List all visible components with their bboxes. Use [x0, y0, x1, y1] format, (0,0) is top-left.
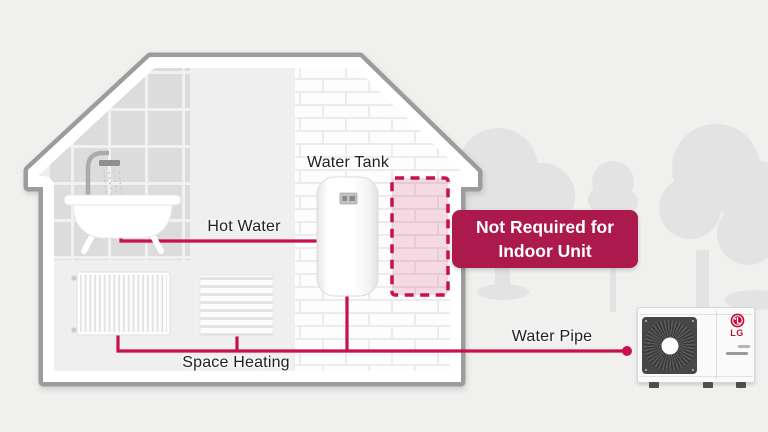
radiator-panel-icon — [71, 271, 171, 336]
water-tank-label: Water Tank — [306, 154, 390, 171]
bathtub-shower-icon — [63, 150, 182, 254]
radiator-convector-icon — [199, 274, 274, 337]
fan-icon — [642, 317, 697, 374]
badge-line1: Not Required for — [475, 217, 615, 237]
tree-icon — [659, 124, 768, 355]
not-required-badge: Not Required for Indoor Unit — [452, 210, 638, 268]
lg-brand-text: LG — [730, 328, 744, 338]
outdoor-unit-side-panel: LG — [718, 308, 756, 384]
hot-water-label: Hot Water — [207, 218, 281, 235]
water-pipe-label: Water Pipe — [511, 328, 593, 345]
model-sticker — [738, 345, 750, 348]
water-tank-icon — [316, 176, 379, 297]
model-sticker — [726, 352, 748, 355]
badge-line2: Indoor Unit — [498, 241, 592, 261]
space-heating-water-pipe — [116, 334, 627, 353]
indoor-unit-placeholder-zone — [390, 176, 450, 297]
space-heating-label: Space Heating — [182, 354, 290, 371]
outdoor-unit-body: LG — [637, 307, 755, 383]
pipe-endpoint-dot — [622, 346, 632, 356]
outdoor-unit: LG — [637, 307, 755, 388]
lg-logo-icon — [730, 313, 744, 328]
